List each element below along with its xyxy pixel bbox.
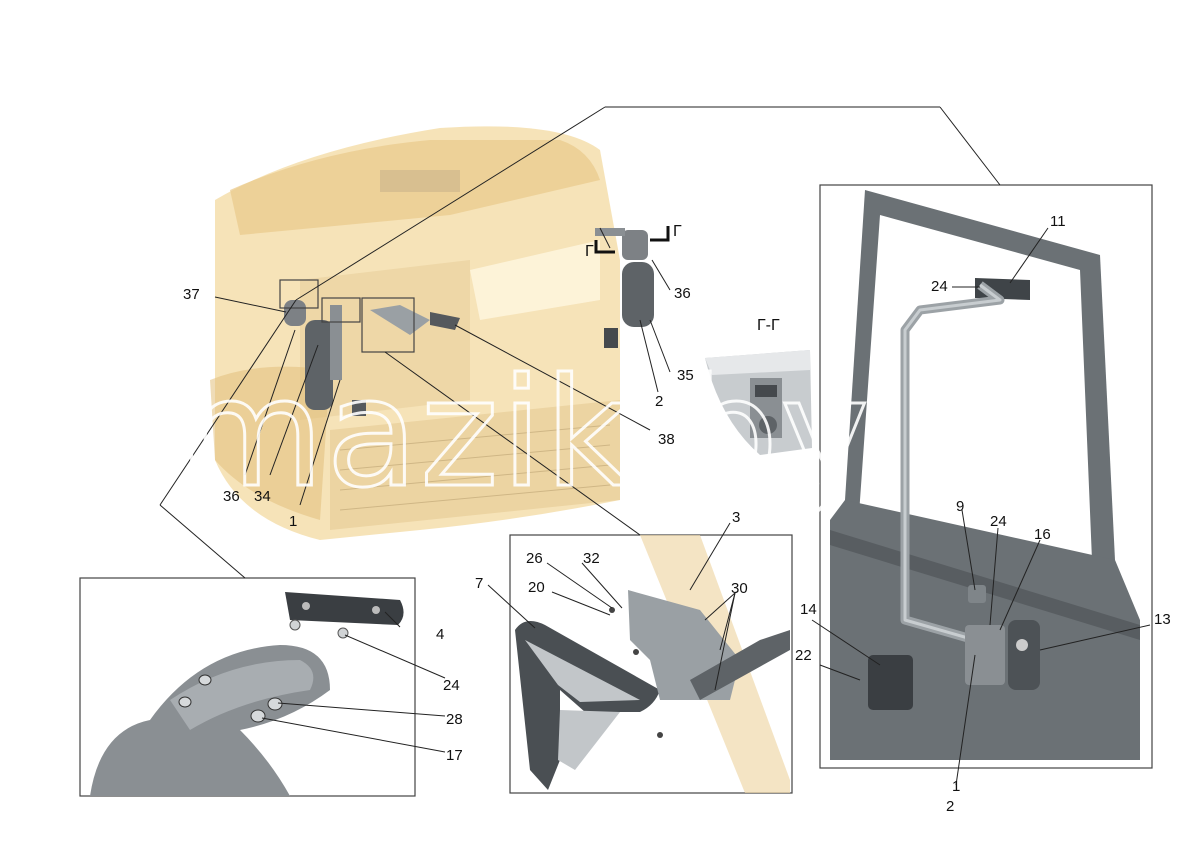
label-2-bottom: 2 <box>946 798 954 815</box>
section-mark-left: Г <box>585 243 594 260</box>
label-30: 30 <box>731 580 748 597</box>
detail-mirror-base <box>79 577 416 797</box>
label-9: 9 <box>956 498 964 515</box>
label-3: 3 <box>732 509 740 526</box>
label-26: 26 <box>526 550 543 567</box>
label-1: 1 <box>289 513 297 530</box>
callout-box-c <box>361 297 415 353</box>
label-11: 11 <box>1050 213 1066 230</box>
detail-door-panel <box>819 184 1153 769</box>
part-labels-main: 37 36 34 1 36 35 2 38 Г-Г Г Г <box>183 223 780 530</box>
label-22: 22 <box>795 647 812 664</box>
label-35: 35 <box>677 367 694 384</box>
callout-box-b <box>321 297 361 323</box>
label-7: 7 <box>475 575 483 592</box>
label-2: 2 <box>655 393 663 410</box>
truck-cab-illustration <box>210 126 620 540</box>
label-38: 38 <box>658 431 675 448</box>
label-32: 32 <box>583 550 600 567</box>
part-labels-left-detail: 4 24 28 17 <box>436 626 463 764</box>
watermark: mazik.by <box>178 347 871 521</box>
cab-mirrors <box>284 228 654 416</box>
section-view-g-g <box>705 350 812 455</box>
label-24-top: 24 <box>931 278 948 295</box>
label-34: 34 <box>254 488 271 505</box>
detail-mirror-bracket <box>509 534 793 794</box>
part-labels-right-detail: 11 24 9 24 16 14 13 22 1 2 <box>795 213 1171 815</box>
callout-box-a <box>279 279 319 309</box>
label-24-lower: 24 <box>990 513 1007 530</box>
leader-lines <box>159 106 1151 786</box>
label-28: 28 <box>446 711 463 728</box>
label-24: 24 <box>443 677 460 694</box>
label-16: 16 <box>1034 526 1051 543</box>
label-1-bottom: 1 <box>952 778 960 795</box>
label-37: 37 <box>183 286 200 303</box>
label-4: 4 <box>436 626 444 643</box>
label-20: 20 <box>528 579 545 596</box>
label-13: 13 <box>1154 611 1171 628</box>
label-14: 14 <box>800 601 817 618</box>
label-17: 17 <box>446 747 463 764</box>
label-36-right: 36 <box>674 285 691 302</box>
section-title: Г-Г <box>757 317 780 334</box>
label-36: 36 <box>223 488 240 505</box>
part-labels-middle-detail: 3 7 26 32 20 30 <box>475 509 748 597</box>
section-mark-right: Г <box>673 223 682 240</box>
